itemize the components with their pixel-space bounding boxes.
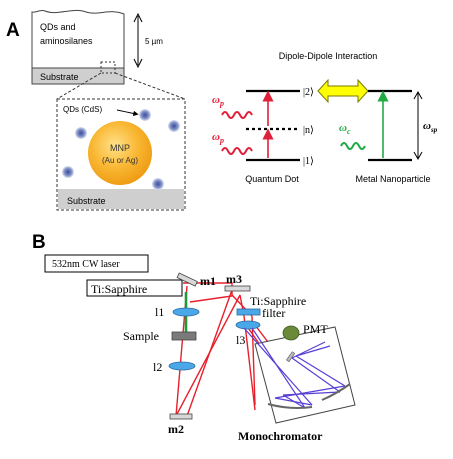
quantum-dot-caption: Quantum Dot: [245, 174, 299, 184]
pmt-detector: [282, 325, 300, 341]
inset-substrate-label: Substrate: [67, 196, 106, 206]
lens-l3: [235, 320, 261, 330]
optical-setup: 532nm CW laser Ti:Sapphire m1 m3 l1: [44, 254, 356, 443]
qd-dot: [62, 166, 74, 178]
photon-wave-lower: [221, 147, 253, 155]
qd-pointer-arrow: [116, 109, 139, 117]
zoom-marker: [100, 61, 116, 74]
monochromator-label: Monochromator: [238, 429, 323, 443]
sample-block: QDs and aminosilanes Substrate 5 µm: [31, 9, 163, 85]
mnp-particle: [88, 121, 152, 185]
lens-l1: [172, 307, 200, 317]
photon-wave-upper: [221, 111, 253, 119]
layer-label-line2: aminosilanes: [40, 36, 93, 46]
m2-label: m2: [168, 422, 184, 436]
mirror-m3: [224, 285, 251, 292]
mnp-label-line1: MNP: [110, 143, 130, 153]
np-photon-wave: [340, 142, 366, 150]
l3-label: l3: [236, 333, 245, 347]
energy-diagram: Dipole-Dipole Interaction |2⟩ |n⟩ |1⟩ ωp…: [212, 51, 438, 184]
qd-dot: [168, 120, 180, 132]
zoom-line-left: [56, 72, 102, 100]
m1-label: m1: [200, 274, 216, 288]
state-1-label: |1⟩: [303, 156, 314, 167]
laser-box: [44, 254, 149, 273]
panel-b-letter: B: [32, 232, 46, 253]
mirror-m2: [169, 413, 193, 420]
grating: [286, 351, 296, 363]
panel-a-letter: A: [6, 20, 20, 41]
purple-beams: [243, 327, 346, 409]
l1-label: l1: [155, 305, 164, 319]
qd-label: QDs (CdS): [63, 105, 102, 114]
l2-label: l2: [153, 360, 162, 374]
mnp-label-line2: (Au or Ag): [102, 156, 138, 165]
ti-sapphire-box: [86, 279, 183, 297]
mono-mirror-right: [321, 383, 351, 401]
zoom-inset: Substrate MNP (Au or Ag) QDs (CdS): [56, 98, 186, 211]
dipole-double-arrow: [317, 78, 369, 104]
qd-dot: [139, 109, 151, 121]
tisapphire-filter: [236, 308, 261, 316]
pmt-label: PMT: [303, 322, 328, 336]
mirror-m1: [176, 272, 198, 287]
omega-p-lower-label: ωp: [212, 131, 224, 145]
lens-l2: [168, 361, 196, 371]
filter-label-line2: filter: [262, 306, 285, 320]
nanoparticle-caption: Metal Nanoparticle: [355, 174, 430, 184]
ti-sapphire-label: Ti:Sapphire: [91, 282, 147, 296]
state-2-label: |2⟩: [303, 87, 314, 98]
mono-mirror-left: [267, 403, 313, 409]
laser-label: 532nm CW laser: [52, 259, 120, 270]
inset-substrate: [58, 189, 184, 209]
substrate-label: Substrate: [40, 72, 79, 82]
m3-label: m3: [226, 272, 242, 286]
sample-holder: [171, 331, 197, 341]
qd-dot: [152, 178, 164, 190]
thickness-label: 5 µm: [145, 37, 163, 46]
omega-p-upper-label: ωp: [212, 94, 224, 108]
zoom-line-right: [114, 72, 186, 100]
qd-dot: [75, 127, 87, 139]
omega-sp-label: ωsp: [423, 120, 438, 134]
omega-c-label: ωc: [339, 122, 351, 136]
dipole-title: Dipole-Dipole Interaction: [279, 51, 378, 61]
sample-label: Sample: [123, 329, 159, 343]
layer-label-line1: QDs and: [40, 22, 76, 32]
state-n-label: |n⟩: [303, 125, 314, 136]
filter-label-line1: Ti:Sapphire: [250, 294, 306, 308]
